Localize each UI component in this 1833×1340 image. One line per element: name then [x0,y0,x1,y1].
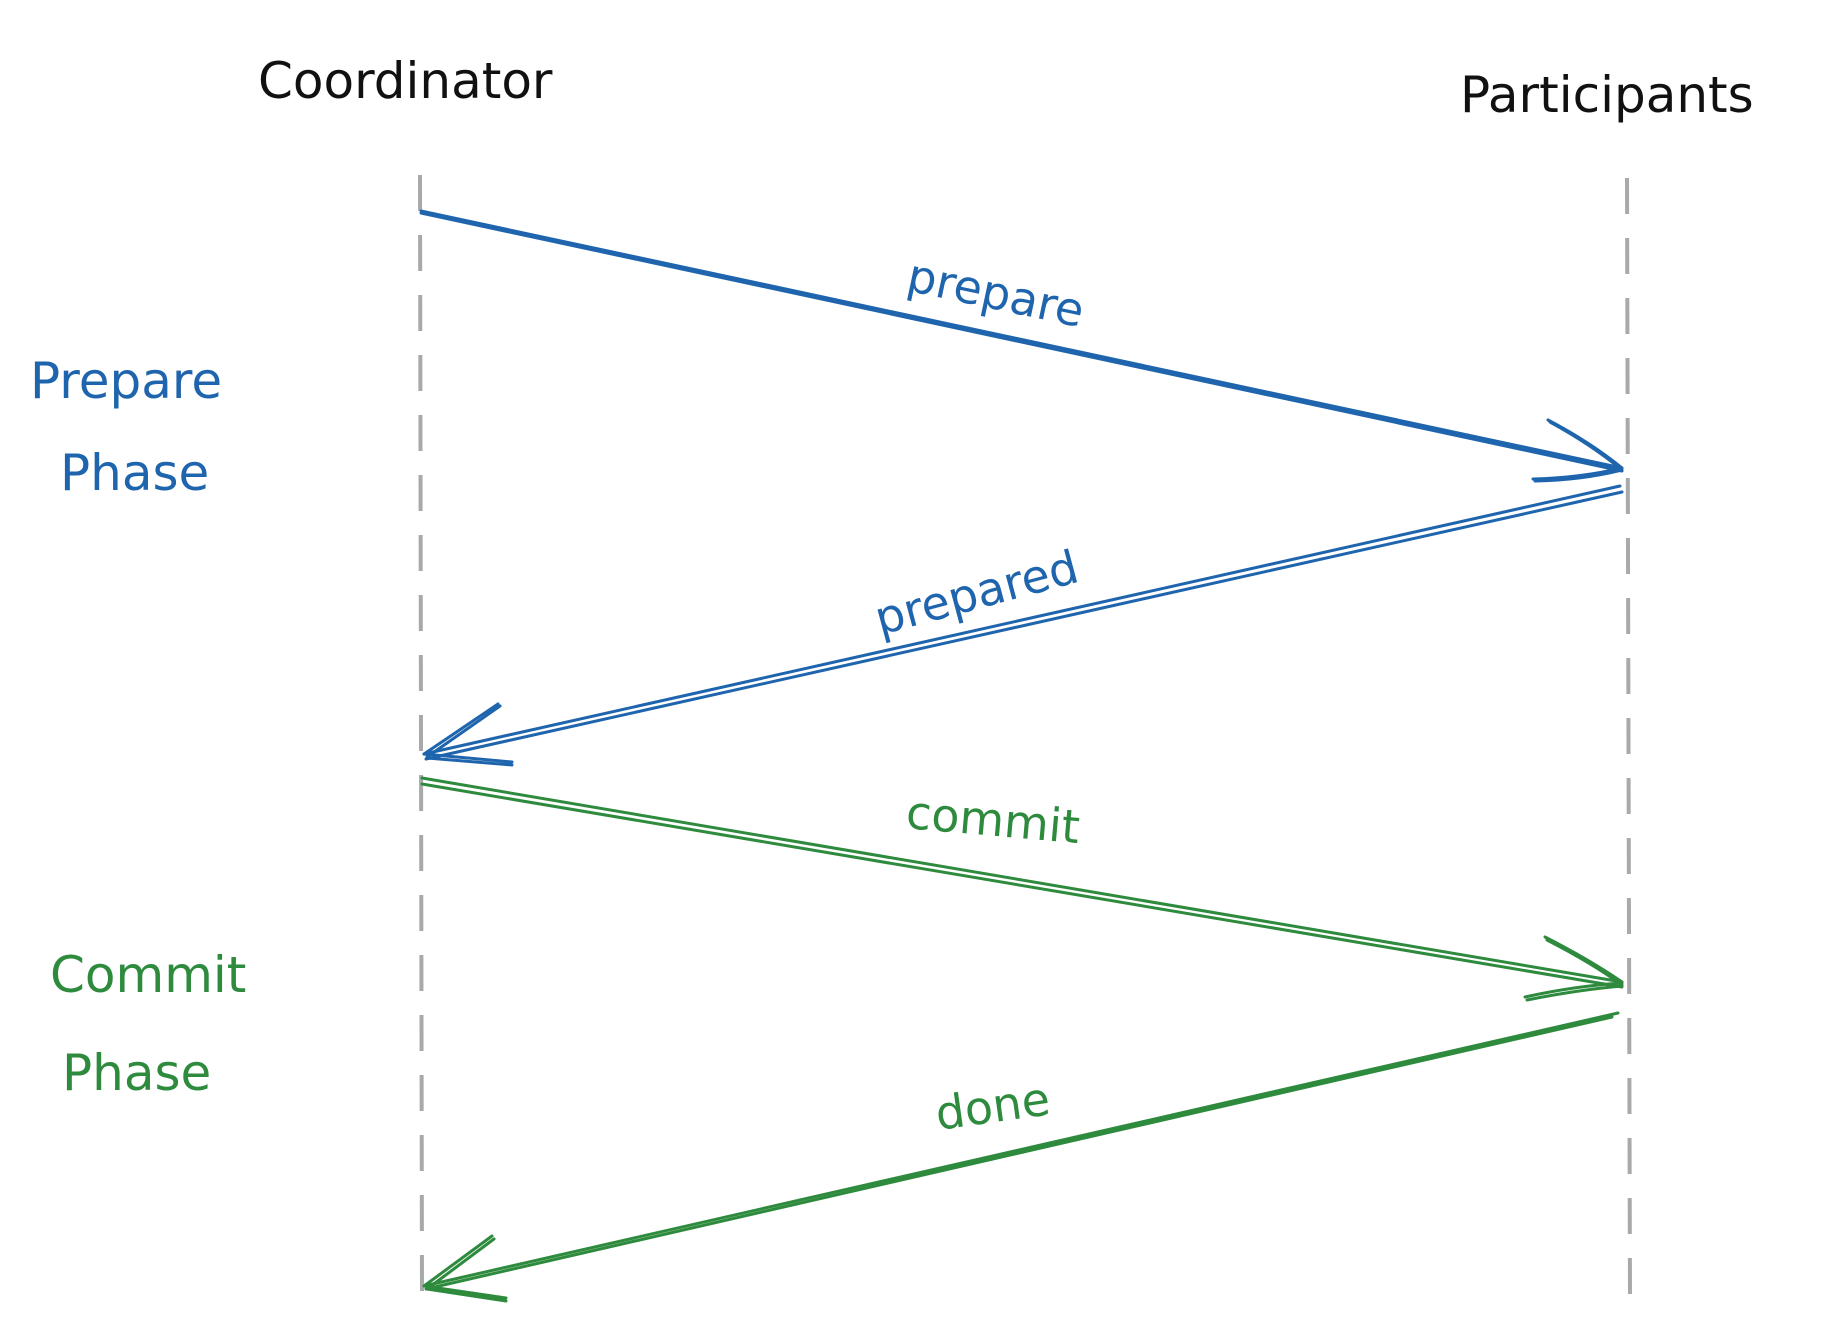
actor-label-participants: Participants [1460,66,1754,124]
phase-label-prepare: Prepare Phase [30,352,222,502]
message-label-prepare: prepare [903,248,1089,338]
lifeline-participants [1625,177,1632,1306]
message-arrow-line [422,484,1624,761]
actor-label-coordinator: Coordinator [258,52,553,110]
phase-label-commit: Commit Phase [50,946,246,1102]
phase-label-commit-line2: Phase [62,1044,211,1102]
phase-label-prepare-line1: Prepare [30,352,222,410]
message-arrow-line [419,209,1624,473]
message-prepare: prepare [419,209,1624,483]
message-label-commit: commit [904,785,1082,854]
phase-label-commit-line1: Commit [50,946,246,1004]
phase-label-prepare-line2: Phase [60,444,209,502]
arrowhead-icon [1531,418,1624,483]
message-prepared: prepared [422,484,1624,767]
lifeline-coordinator [418,174,424,1301]
message-commit: commit [420,776,1624,1002]
arrowhead-icon [422,702,514,767]
message-arrow-line [420,776,1624,989]
message-label-done: done [932,1071,1053,1140]
arrowhead-icon [1523,935,1624,1002]
arrowhead-icon [422,1234,508,1303]
message-arrow-line [422,1011,1620,1291]
message-done: done [422,1011,1620,1303]
